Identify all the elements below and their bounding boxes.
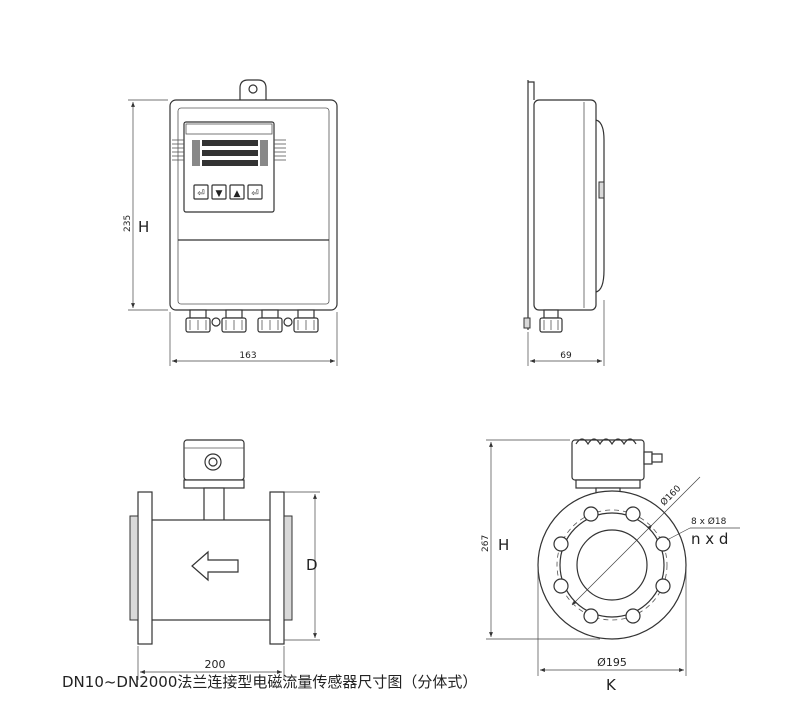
sensor-height-value: 267	[481, 535, 491, 552]
display-segments	[192, 140, 268, 166]
flange-diameter-value: Ø195	[597, 656, 627, 669]
front-height-symbol: H	[138, 218, 149, 236]
sensor-diameter-symbol: D	[306, 556, 318, 574]
sensor-side-view: D 200	[129, 439, 320, 680]
down-key-icon: ▼	[216, 189, 223, 199]
flange-diameter-symbol: K	[606, 676, 617, 694]
front-height-value: 235	[123, 215, 133, 232]
enter-key-icon: ⏎	[197, 189, 205, 199]
sensor-length-value: 200	[205, 658, 226, 671]
holes-spec: 8 x Ø18	[691, 516, 727, 527]
side-depth-value: 69	[560, 351, 572, 361]
cable-glands	[185, 309, 319, 333]
sensor-front-view: Ø160 8 x Ø18 n x d 267 H Ø195 K	[481, 438, 740, 694]
bolt-holes	[553, 506, 671, 624]
holes-symbol: n x d	[691, 530, 728, 548]
return-key-icon: ⏎	[251, 189, 259, 199]
converter-side-view: 69	[523, 80, 605, 366]
drawing-caption: DN10~DN2000法兰连接型电磁流量传感器尺寸图（分体式）	[62, 673, 477, 691]
bolt-circle-value: Ø160	[658, 483, 683, 508]
up-key-icon: ▲	[234, 189, 241, 199]
keypad: ⏎ ▼ ▲ ⏎	[193, 184, 263, 200]
sensor-height-symbol: H	[498, 536, 509, 554]
converter-front-view: ⏎ ▼ ▲ ⏎ 235 H	[123, 79, 338, 366]
front-width-value: 163	[239, 351, 256, 361]
